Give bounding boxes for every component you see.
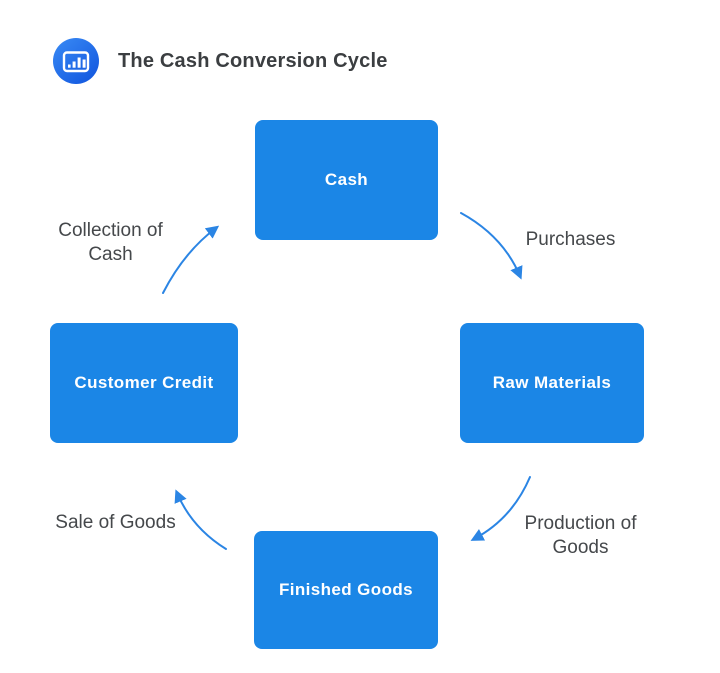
node-finished-goods-label: Finished Goods <box>278 580 414 599</box>
edge-label-purchases: Purchases <box>525 229 616 250</box>
node-finished-goods: Finished Goods <box>254 531 438 649</box>
edge-label-collection-of-cash: Collection of Cash <box>58 220 163 266</box>
node-customer-credit: Customer Credit <box>50 323 238 443</box>
node-customer-credit-label: Customer Credit <box>74 373 214 392</box>
node-cash-label: Cash <box>324 170 369 189</box>
edge-label-sale-of-goods: Sale of Goods <box>55 512 176 533</box>
node-raw-materials-label: Raw Materials <box>492 373 612 392</box>
node-raw-materials: Raw Materials <box>460 323 644 443</box>
node-cash: Cash <box>255 120 438 240</box>
page-title: The Cash Conversion Cycle <box>118 50 388 72</box>
edge-label-production-of-goods: Production of Goods <box>524 513 637 559</box>
bar-chart-icon <box>53 38 99 84</box>
